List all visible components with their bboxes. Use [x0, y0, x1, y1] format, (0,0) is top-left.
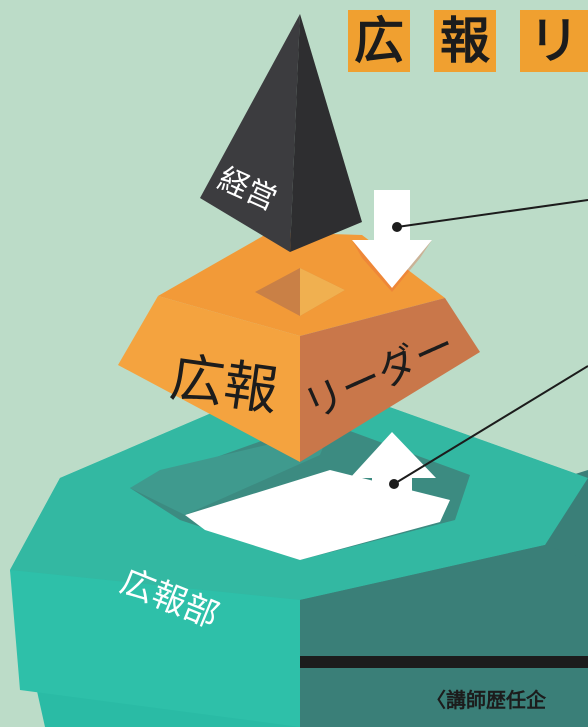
top-tier-left-face	[200, 14, 300, 252]
leader-dot-top	[392, 222, 402, 232]
down-arrow	[352, 190, 432, 292]
leader-line-bottom	[393, 365, 588, 485]
middle-tier-left-face	[118, 296, 300, 462]
title-char-box-3: リ	[520, 10, 588, 72]
middle-tier-hole-light	[300, 268, 345, 316]
footer-rule	[300, 656, 588, 668]
leader-line-top	[396, 199, 588, 228]
leader-lines	[389, 199, 588, 489]
title-char-3: リ	[529, 12, 579, 70]
title-char-1: 広	[354, 12, 404, 70]
leader-dot-bottom	[389, 479, 399, 489]
footer-text: 〈講師歴任企	[426, 688, 546, 712]
top-tier	[200, 14, 362, 252]
title-char-2: 報	[440, 12, 490, 70]
middle-label-left: 広報	[166, 345, 282, 422]
title-char-box-1: 広	[348, 10, 410, 72]
bottom-tier-front-edge	[10, 570, 300, 727]
title-char-box-2: 報	[434, 10, 496, 72]
middle-tier-right-face	[300, 298, 480, 462]
bottom-tier-front-edge-right	[300, 545, 588, 727]
top-tier-right-face	[290, 14, 362, 252]
down-arrow-icon	[352, 190, 432, 288]
